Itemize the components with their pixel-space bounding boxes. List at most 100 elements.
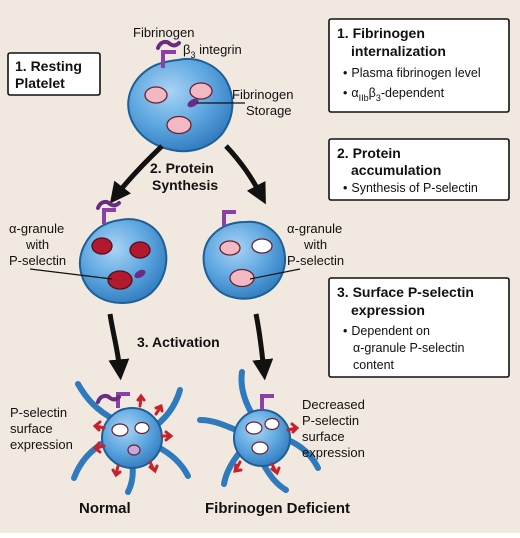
deficient-granule-pointer [249,268,301,280]
normal-act-granule-2 [134,421,150,435]
deficient-act-granule-1 [245,421,263,435]
resting-label-line-2: Platelet [15,75,65,91]
info-box-2-bullet-1: •Synthesis of P-selectin [343,181,478,195]
normal-surface-label-line-1: P-selectin [10,405,67,420]
info-box-1-frame [328,18,510,113]
deficient-surface-label-line-3: surface [302,429,345,444]
normal-act-platelet-body [101,407,163,469]
resting-fibrinogen [156,39,181,50]
normal-act-integrin [116,392,130,408]
deficient-mid-platelet-body [202,220,286,300]
fibrinogen-storage-dot [187,98,199,108]
deficient-act-integrin [260,394,274,410]
info-box-2-title-line-2: accumulation [351,162,441,178]
normal-p-selectin-group [92,393,174,478]
deficient-act-granule-2 [264,417,280,431]
normal-act-pseudopod-4 [153,443,191,479]
synthesis-label-line-1: 2. Protein [150,160,214,176]
synthesis-label-line-2: Synthesis [152,177,218,193]
normal-mid-fibrinogen-dot [134,269,146,279]
deficient-granule-label-line-2: with [303,237,327,252]
info-box-1-bullet-2: •αIIbβ3-dependent [343,86,445,103]
deficient-activated-platelet [197,369,321,493]
normal-granule-label-line-3: P-selectin [9,253,66,268]
normal-mid-granule-3 [107,270,133,290]
info-box-3-frame [328,277,510,378]
info-box-2-frame [328,138,510,201]
normal-platelet-synthesis [78,199,168,304]
normal-footer-label: Normal [79,500,131,517]
p-selectin-molecule [148,460,159,474]
deficient-footer-label: Fibrinogen Deficient [205,500,350,517]
normal-activated-platelet [71,381,191,495]
normal-act-granule-3 [127,444,141,456]
p-selectin-molecule [286,422,300,434]
deficient-act-pseudopod-5 [221,449,243,487]
deficient-surface-label-line-4: expression [302,445,365,460]
p-selectin-molecule [136,393,146,408]
p-selectin-molecule [270,462,281,476]
info-box-1-title-line-2: internalization [351,43,446,59]
info-box-1-bullet-1: •Plasma fibrinogen level [343,66,481,80]
p-selectin-molecule [92,441,106,454]
storage-label-line-1: Fibrinogen [232,87,293,102]
deficient-surface-label-line-2: P-selectin [302,413,359,428]
resting-label-line-1: 1. Resting [15,58,82,74]
deficient-act-pseudopod-2 [197,417,239,433]
resting-platelet [127,39,234,153]
synthesis-arrow-left [109,144,164,204]
integrin-label: β3 integrin [183,42,242,60]
resting-granule-1 [144,86,168,104]
info-box-3-bullet-line-2: α-granule P-selectin [353,341,464,355]
normal-granule-label-line-1: α-granule [9,221,64,236]
resting-platelet-body [127,58,234,153]
deficient-act-granule-3 [251,441,269,455]
normal-mid-fibrinogen [96,199,121,210]
activation-label: 3. Activation [137,334,220,350]
p-selectin-molecule [160,430,174,442]
deficient-granule-label-line-3: P-selectin [287,253,344,268]
info-box-accumulation: 2. Protein accumulation •Synthesis of P-… [328,138,510,201]
activation-arrow-right [252,313,274,381]
info-box-3-title-line-2: expression [351,302,425,318]
info-box-surface-expression: 3. Surface P-selectin expression •Depend… [328,277,510,378]
resting-granule-2 [189,82,213,100]
info-box-internalization: 1. Fibrinogen internalization •Plasma fi… [328,18,510,113]
info-box-3-bullet-line-1: •Dependent on [343,324,430,338]
normal-act-granule-1 [111,423,129,437]
normal-act-fibrinogen [96,393,121,404]
resting-granule-3 [166,115,192,135]
normal-granule-pointer [29,268,113,280]
info-box-1-title-line-1: 1. Fibrinogen [337,25,425,41]
normal-mid-granule-2 [129,241,151,259]
normal-mid-platelet-body [78,218,168,304]
deficient-p-selectin-group [233,422,300,476]
p-selectin-molecule [154,403,164,416]
resting-label-box [7,52,101,96]
normal-surface-label-line-2: surface [10,421,53,436]
p-selectin-molecule [92,420,106,432]
resting-integrin [161,50,176,68]
deficient-act-platelet-body [233,409,291,467]
info-box-3-title-line-1: 3. Surface P-selectin [337,284,474,300]
deficient-mid-integrin [222,210,236,226]
normal-mid-granule-1 [91,237,113,255]
deficient-surface-label-line-1: Decreased [302,397,365,412]
fibrinogen-label: Fibrinogen [133,25,194,40]
deficient-platelet-synthesis [202,210,286,300]
deficient-act-pseudopod-3 [285,437,321,471]
deficient-granule-label-line-1: α-granule [287,221,342,236]
info-box-2-title-line-1: 2. Protein [337,145,401,161]
normal-surface-label-line-3: expression [10,437,73,452]
info-box-3-bullet-line-3: content [353,358,395,372]
activation-arrow-left [107,313,130,381]
synthesis-arrow-right [224,144,266,205]
deficient-act-pseudopod-1 [238,369,255,417]
deficient-mid-granule-2 [251,238,273,254]
deficient-mid-granule-1 [219,240,241,256]
storage-label-line-2: Storage [246,103,292,118]
deficient-mid-granule-3 [229,268,255,288]
normal-mid-integrin [102,208,116,224]
